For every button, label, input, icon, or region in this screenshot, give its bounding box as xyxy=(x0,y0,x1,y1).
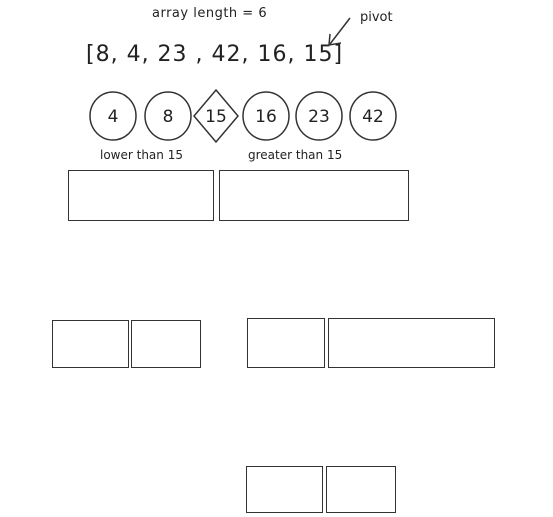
pivot-label: pivot xyxy=(360,10,393,25)
partition-label-lower: lower than 15 xyxy=(100,148,183,162)
node-circle xyxy=(349,91,397,141)
node-16: 16 xyxy=(242,91,290,141)
split-box-bottom-right xyxy=(326,466,396,513)
node-label: 15 xyxy=(205,107,227,127)
node-label: 23 xyxy=(308,107,330,127)
split-box-greater-right xyxy=(328,318,495,368)
input-array: [8, 4, 23 , 42, 16, 15] xyxy=(86,42,344,67)
node-circle xyxy=(242,91,290,141)
split-box-greater-left xyxy=(247,318,325,368)
split-box-lower-left xyxy=(52,320,129,368)
partition-box-greater xyxy=(219,170,409,221)
sorted-nodes: 4 8 15 16 23 42 xyxy=(89,88,397,144)
node-42: 42 xyxy=(349,91,397,141)
node-label: 16 xyxy=(255,107,277,127)
node-label: 42 xyxy=(362,107,384,127)
node-circle xyxy=(144,91,192,141)
pivot-arrow xyxy=(328,17,351,46)
node-4: 4 xyxy=(89,91,137,141)
array-length-caption: array length = 6 xyxy=(152,6,268,21)
node-circle xyxy=(89,91,137,141)
node-circle xyxy=(295,91,343,141)
node-8: 8 xyxy=(144,91,192,141)
node-label: 4 xyxy=(108,107,119,127)
node-23: 23 xyxy=(295,91,343,141)
split-box-bottom-left xyxy=(246,466,323,513)
partition-label-greater: greater than 15 xyxy=(248,148,343,162)
node-15: 15 xyxy=(193,88,239,144)
node-label: 8 xyxy=(163,107,174,127)
split-box-lower-right xyxy=(131,320,201,368)
pivot-diamond xyxy=(193,88,239,144)
partition-box-lower xyxy=(68,170,214,221)
